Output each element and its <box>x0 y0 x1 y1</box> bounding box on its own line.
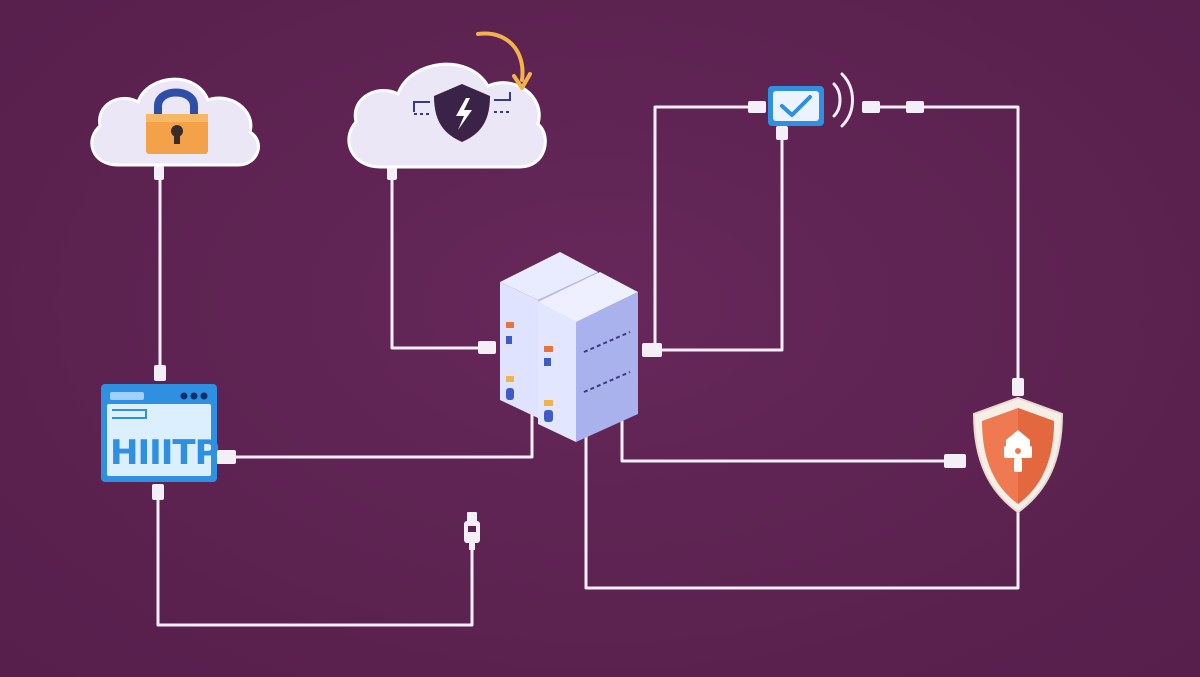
usb-plug <box>464 512 480 550</box>
connector-nub <box>906 101 924 113</box>
connector-nub <box>642 343 662 357</box>
browser-window: HIIITP <box>101 384 220 482</box>
shield-bolt-icon <box>434 84 490 142</box>
line-checkbox-to-shield <box>880 105 1020 385</box>
sync-arrow-icon <box>476 31 525 82</box>
padlock-icon <box>146 88 208 154</box>
connector-nubs <box>152 101 1024 500</box>
check-icon <box>780 95 812 117</box>
connector-nub <box>154 166 164 180</box>
line-browser-to-server <box>232 410 534 459</box>
connector-nub <box>944 454 966 468</box>
window-dot <box>180 392 188 400</box>
wifi-signal-icon <box>832 72 854 128</box>
connector-nub <box>1012 378 1024 396</box>
connector-nub <box>478 341 496 354</box>
line-checkbox-left-to-server <box>653 105 760 348</box>
line-cloud-shield-to-server <box>390 170 490 350</box>
window-dot <box>190 392 198 400</box>
connector-nub <box>387 166 397 180</box>
connector-nub <box>776 126 788 140</box>
checkbox-node <box>768 72 854 128</box>
line-server-to-shield-bottom <box>584 430 1020 590</box>
browser-label: HIIITP <box>110 433 219 473</box>
connector-nub <box>862 101 880 113</box>
line-server-to-shield <box>620 418 950 463</box>
cloud-shield <box>347 31 547 169</box>
connector-nub <box>216 450 236 464</box>
line-checkbox-down-to-server <box>660 128 784 352</box>
connector-nub <box>748 101 766 113</box>
server-stack <box>500 252 638 442</box>
connector-nub <box>154 365 166 381</box>
security-shield <box>972 396 1064 514</box>
plug-icon <box>464 512 480 550</box>
server-icon <box>538 272 638 442</box>
line-browser-to-plug <box>156 485 474 627</box>
connector-nub <box>152 484 164 500</box>
cloud-lock <box>90 77 260 167</box>
window-dot <box>200 392 208 400</box>
connection-lines <box>156 105 1020 627</box>
